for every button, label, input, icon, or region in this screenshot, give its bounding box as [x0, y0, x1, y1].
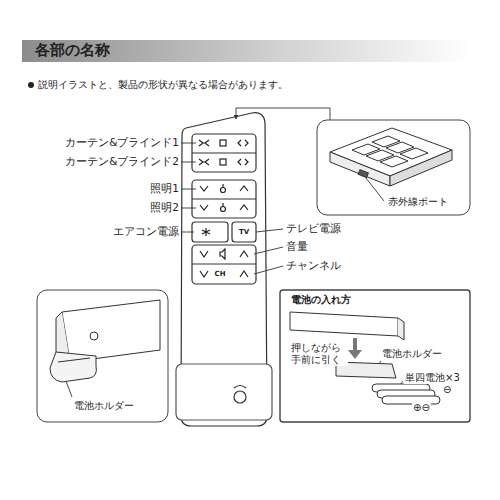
inset-label: 押しながら 手前に引く: [290, 342, 348, 366]
inset-heading: 電池の入れ方: [290, 294, 352, 306]
inset-panel: 赤外線ポート: [317, 120, 470, 215]
button-text: TV: [239, 228, 249, 236]
button-text: CH: [215, 270, 226, 278]
part-label: 照明2: [150, 201, 179, 213]
inset-label: ⊕⊖: [412, 402, 431, 414]
part-label: エアコン電源: [113, 225, 179, 237]
note-text: 説明イラストと、製品の形状が異なる場合があります。: [38, 79, 288, 91]
part-label: カーテン&ブラインド1: [65, 136, 179, 148]
part-label: テレビ電源: [286, 222, 341, 234]
inset-label: 赤外線ポート: [387, 196, 449, 208]
remote-body: [176, 113, 272, 426]
inset-panel: 電池ホルダー: [37, 290, 168, 422]
inset-label: 単四電池×3: [404, 372, 461, 384]
button-icons: [199, 140, 248, 277]
remote-bottom-view: [50, 300, 160, 382]
part-label: 音量: [286, 240, 308, 252]
part-label: カーテン&ブラインド2: [65, 155, 179, 167]
inset-label: 電池ホルダー: [73, 400, 135, 412]
inset-frames: [37, 120, 470, 422]
part-label: チャンネル: [286, 259, 341, 271]
page-title: 各部の名称: [35, 42, 110, 59]
bullet: [28, 82, 34, 88]
remote-top-view: [330, 128, 452, 186]
inset-label: ⊖: [442, 384, 452, 396]
part-label: 照明1: [150, 182, 179, 194]
inset-panel: 電池の入れ方押しながら 手前に引く 電池ホルダー単四電池×3⊖ ⊕⊖: [280, 290, 470, 422]
inset-label: 電池ホルダー: [381, 348, 443, 360]
header-bar: [22, 40, 472, 62]
